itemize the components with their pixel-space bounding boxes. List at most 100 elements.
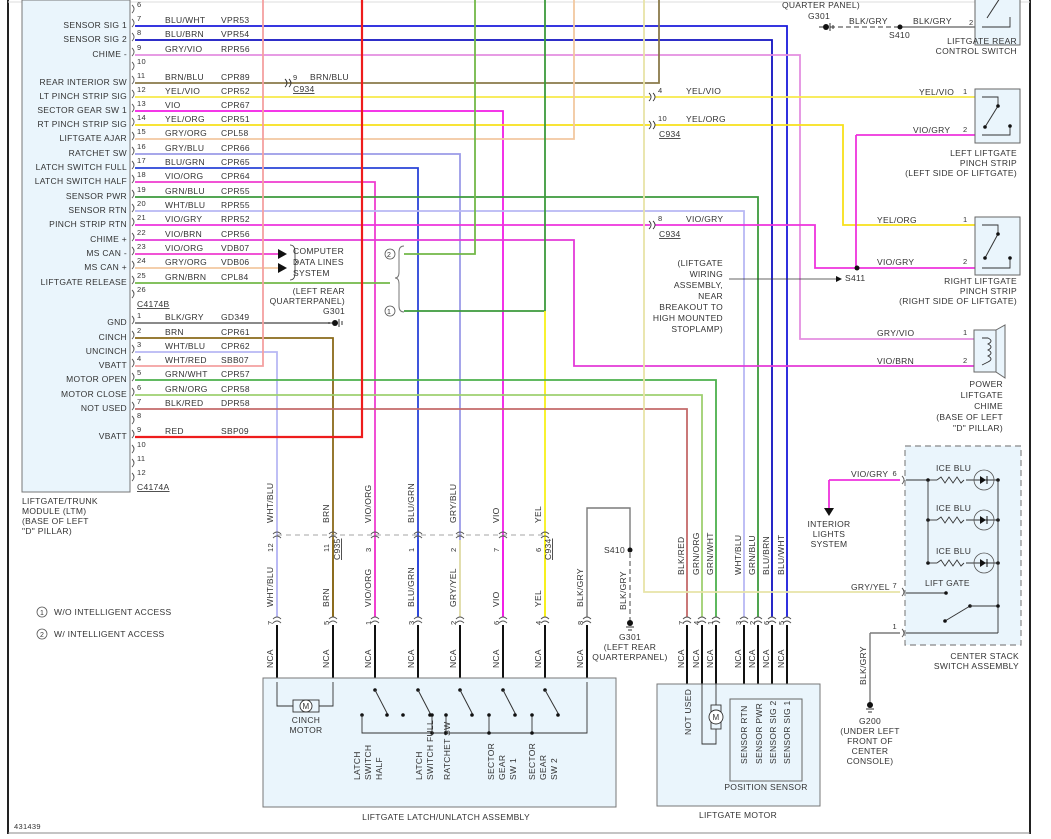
wire-red — [135, 0, 364, 439]
ltm-module-title: (BASE OF LEFT — [22, 516, 89, 526]
wire-color-label: GRY/BLU — [165, 143, 204, 153]
circuit-id-label: SBB07 — [221, 355, 249, 365]
option-brace-icon — [394, 245, 405, 313]
latch-switch-blade-icon — [374, 689, 389, 716]
g200-label: FRONT OF — [847, 736, 893, 746]
circuit-id-label: RPR52 — [221, 214, 250, 224]
liftgate-wiring-note: WIRING — [690, 269, 723, 279]
c934-pin-number: 4 — [658, 86, 662, 95]
latch-pin-icon — [540, 620, 550, 624]
gry-vio-right-label: GRY/VIO — [877, 328, 914, 338]
node-dot — [530, 731, 534, 735]
ltm-pin-a-terminal-icon — [131, 429, 135, 439]
center-stack-pin-icon — [901, 475, 905, 485]
nca-label: NCA — [705, 649, 715, 668]
liftgate-wiring-note: NEAR — [698, 291, 723, 301]
wire-color-label: BLU/BRN — [165, 29, 204, 39]
ltm-pin-b-terminal-icon — [131, 32, 135, 42]
position-sensor-pin-label: SENSOR SIG 1 — [782, 700, 792, 764]
yel-vio-label: YEL/VIO — [686, 86, 721, 96]
ltm-pin-number: 12 — [137, 85, 146, 94]
motor-pin-number: 3 — [734, 621, 743, 625]
yel-org-right-label: YEL/ORG — [877, 215, 917, 225]
motor-wire-label: BLU/BRN — [761, 536, 771, 575]
c935-c934-pin-icon — [455, 535, 465, 539]
ltm-pin-b-terminal-icon — [131, 89, 135, 99]
vio-gry-center-label: VIO/GRY — [851, 469, 888, 479]
not-used-label: NOT USED — [683, 689, 693, 735]
power-liftgate-chime-label: CHIME — [974, 401, 1003, 411]
ltm-pin-a-terminal-icon — [131, 444, 135, 454]
left-pinch-pin1: 1 — [963, 87, 967, 96]
wire-color-label: VIO — [165, 100, 181, 110]
right-pinch-pin2: 2 — [963, 257, 967, 266]
wire-blu-grn — [135, 167, 419, 617]
c935-c934-pin-icon — [413, 535, 423, 539]
motor-wire-label: WHT/BLU — [733, 535, 743, 575]
switch-contact — [943, 619, 947, 623]
circuit-id-label: CPL58 — [221, 128, 249, 138]
lower-pin-number: 7 — [266, 621, 275, 625]
liftgate-wiring-note: BREAKOUT TO — [659, 302, 723, 312]
switch-contact — [996, 232, 1000, 236]
ltm-pin-a-terminal-icon — [131, 458, 135, 468]
blk-gry-g200-label: BLK/GRY — [858, 646, 868, 685]
ltm-pin-number: 21 — [137, 213, 146, 222]
ltm-pin-b-terminal-icon — [131, 160, 135, 170]
ltm-pin-number: 24 — [137, 256, 146, 265]
nca-label: NCA — [321, 649, 331, 668]
liftgate-wiring-note: HIGH MOUNTED — [653, 313, 723, 323]
vio-gry-right-label: VIO/GRY — [877, 257, 914, 267]
motor-pin-number: 7 — [677, 621, 686, 625]
legend-circle-icon — [36, 606, 48, 618]
c935-c934-pin-icon — [328, 535, 338, 539]
circuit-id-label: RPR56 — [221, 44, 250, 54]
ltm-pin-number: 18 — [137, 170, 146, 179]
switch-contact — [385, 713, 389, 717]
liftgate-motor-wire — [701, 684, 717, 745]
circuit-id-label: VDB07 — [221, 243, 249, 253]
interior-lights-label: INTERIOR — [807, 519, 850, 529]
right-pinch-strip-box — [974, 216, 1021, 276]
nca-label: NCA — [776, 649, 786, 668]
legend-number: 1 — [40, 610, 44, 617]
ltm-pin-b-terminal-icon — [131, 75, 135, 85]
motor-pin-icon — [697, 620, 707, 624]
latch-pin-icon — [328, 620, 338, 624]
motor-pin-number: 4 — [692, 621, 701, 625]
wire-color-label: BRN — [165, 327, 184, 337]
blk-gry-top-label2: BLK/GRY — [913, 16, 952, 26]
ltm-pin-number: 9 — [137, 43, 141, 52]
wire-blu-wht — [135, 25, 788, 617]
circuit-id-label: VPR53 — [221, 15, 249, 25]
ltm-pin-number: 7 — [137, 397, 141, 406]
c935-c934-pin-icon — [370, 535, 380, 539]
circuit-id-label: SBP09 — [221, 426, 249, 436]
g200-label: G200 — [859, 716, 881, 726]
ltm-pin-function: UNCINCH — [86, 346, 127, 356]
led-diode-icon — [980, 559, 986, 567]
position-sensor-title: POSITION SENSOR — [724, 782, 807, 792]
wire-color-label: BRN/BLU — [165, 72, 204, 82]
ltm-pin-number: 13 — [137, 99, 146, 108]
ltm-pin-number: 25 — [137, 271, 146, 280]
circuit-id-label: CPR55 — [221, 186, 250, 196]
ltm-pin-b-terminal-icon — [131, 275, 135, 285]
upper-pin-number: 2 — [449, 548, 458, 552]
upper-pin-number: 7 — [492, 548, 501, 552]
lower-wire-label: VIO/ORG — [363, 569, 373, 607]
wire-color-label: BLK/GRY — [165, 312, 204, 322]
nca-label: NCA — [733, 649, 743, 668]
circuit-id-label: CPR89 — [221, 72, 250, 82]
ltm-pin-number: 12 — [137, 468, 146, 477]
wire-brn-blu — [135, 0, 660, 84]
latch-pin-icon — [455, 616, 465, 620]
motor-pin-number: 5 — [777, 621, 786, 625]
g301-left-label: (LEFT REAR — [293, 286, 345, 296]
ltm-pin-function: SENSOR PWR — [66, 191, 127, 201]
circuit-id-label: CPR56 — [221, 229, 250, 239]
ltm-pin-number: 23 — [137, 242, 146, 251]
ground-g301-icon — [332, 320, 338, 326]
splice-s410-top — [897, 24, 903, 30]
s410-top-label: S410 — [889, 30, 910, 40]
